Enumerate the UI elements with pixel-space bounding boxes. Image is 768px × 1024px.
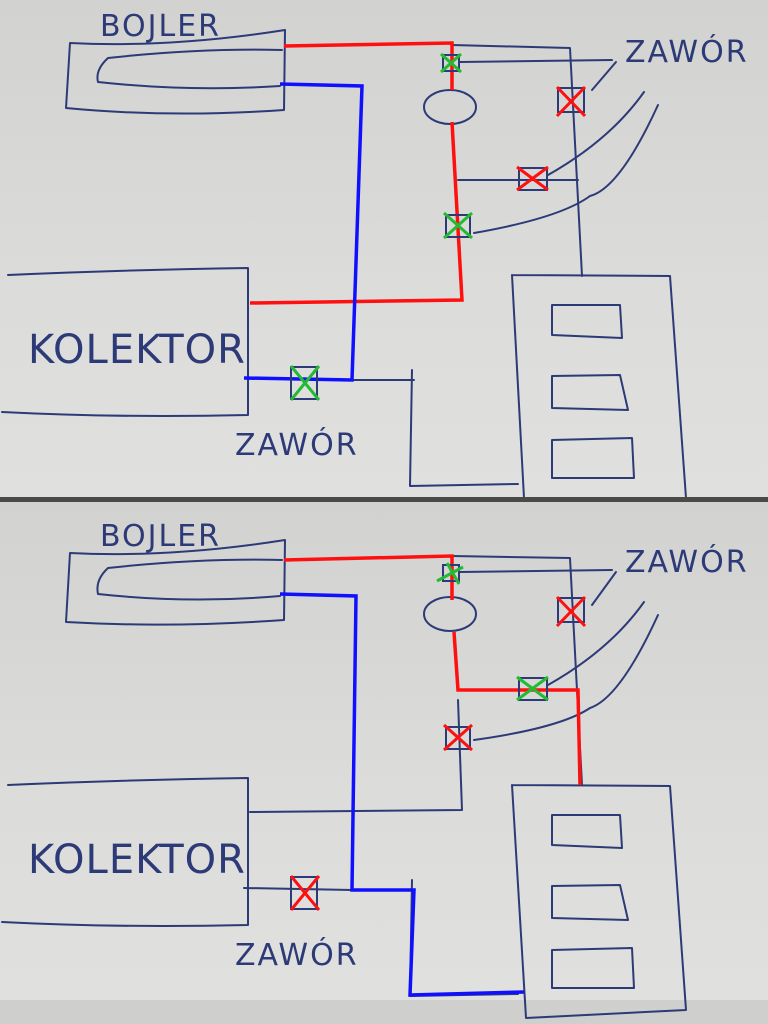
valve-boiler-outlet[interactable] <box>436 562 464 585</box>
valve-middle-bridge[interactable] <box>516 165 549 192</box>
radiator-outline <box>511 274 687 498</box>
boiler-outline <box>65 29 286 115</box>
collector-outline <box>1 777 249 927</box>
valve-right-riser[interactable] <box>555 595 587 628</box>
lead-curve-2 <box>473 104 659 234</box>
cold-line-return <box>279 592 525 997</box>
collector-outline <box>1 267 249 417</box>
boiler-coil <box>96 48 283 90</box>
zawor-pointer <box>591 61 617 91</box>
radiator-fin-1 <box>551 304 623 339</box>
radiator-outline <box>511 784 687 1019</box>
boiler-outline <box>65 539 286 626</box>
diagram-bottom-svg: BOJLER KOLEKTOR ZAWÓR ZAWÓR <box>1 519 749 1019</box>
valve-right-riser[interactable] <box>555 85 587 118</box>
pipe-top-loop <box>451 44 583 277</box>
valve-bottom-label: ZAWÓR <box>235 936 359 973</box>
boiler-coil <box>96 558 283 601</box>
valve-collector-return[interactable] <box>289 875 321 911</box>
cold-line-return <box>243 82 364 382</box>
radiator-fin-3 <box>551 947 635 989</box>
lead-curve-2 <box>473 614 659 741</box>
pump-circle <box>423 89 477 125</box>
collector-label: KOLEKTOR <box>28 837 246 883</box>
diagram-panel-bottom: BOJLER KOLEKTOR ZAWÓR ZAWÓR <box>0 502 768 1019</box>
lead-curve-1 <box>547 91 645 176</box>
valve-right-label: ZAWÓR <box>625 543 749 580</box>
valve-collector-return[interactable] <box>289 365 321 401</box>
radiator-fin-2 <box>551 374 629 411</box>
pipe-top-loop <box>451 555 583 786</box>
valve-middle-bridge[interactable] <box>516 675 549 702</box>
stove-outline <box>409 879 519 997</box>
diagram-top-svg: BOJLER KOLEKTOR ZAWÓR ZAWÓR <box>1 9 749 498</box>
stove-outline <box>409 369 519 487</box>
radiator-fin-3 <box>551 437 635 479</box>
pipe-valve-line <box>459 59 613 63</box>
valve-boiler-outlet[interactable] <box>439 52 463 74</box>
pipe-valve-line <box>459 569 613 573</box>
valve-left-lower[interactable] <box>443 211 473 240</box>
hot-line-supply <box>283 554 582 786</box>
panel-divider <box>0 497 768 503</box>
valve-left-lower[interactable] <box>443 723 473 752</box>
radiator-fin-1 <box>551 814 623 849</box>
zawor-pointer <box>591 571 617 606</box>
boiler-label: BOJLER <box>100 519 221 554</box>
pump-circle <box>423 596 477 632</box>
boiler-label: BOJLER <box>100 9 221 44</box>
hot-line-supply <box>249 41 464 305</box>
diagram-panel-top: BOJLER KOLEKTOR ZAWÓR ZAWÓR <box>0 0 768 498</box>
collector-label: KOLEKTOR <box>28 327 246 373</box>
radiator-fin-2 <box>551 884 629 921</box>
valve-right-label: ZAWÓR <box>625 33 749 70</box>
pipe-collector-link <box>243 887 353 891</box>
lead-curve-1 <box>547 601 645 686</box>
valve-bottom-label: ZAWÓR <box>235 426 359 463</box>
